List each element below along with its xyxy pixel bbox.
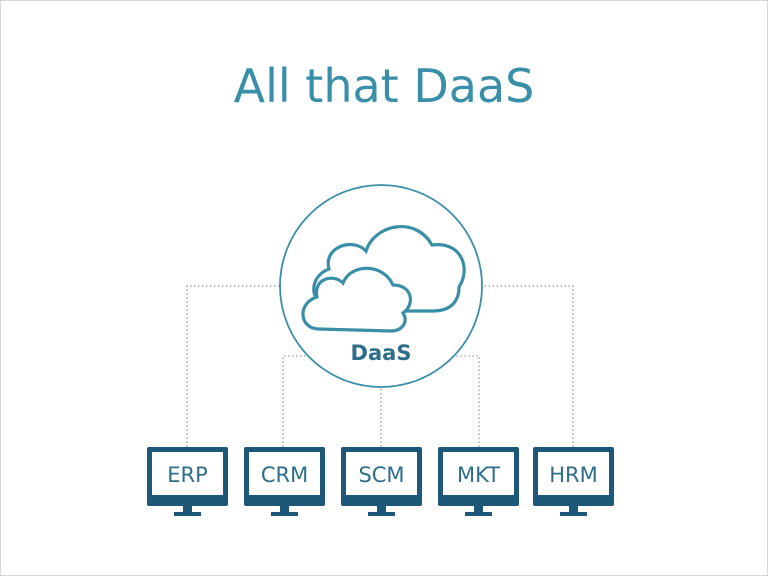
monitor-scm: SCM xyxy=(341,447,422,516)
monitor-erp: ERP xyxy=(147,447,228,516)
monitor-hrm: HRM xyxy=(533,447,614,516)
system-label-scm: SCM xyxy=(358,463,404,487)
connector-hrm xyxy=(471,285,574,447)
cloud-icon xyxy=(301,225,466,333)
monitor-mkt: MKT xyxy=(438,447,519,516)
connector-erp xyxy=(186,285,291,447)
connector-mkt xyxy=(453,355,480,447)
system-label-hrm: HRM xyxy=(549,463,598,487)
connector-crm xyxy=(282,355,311,447)
system-label-crm: CRM xyxy=(261,463,308,487)
system-label-erp: ERP xyxy=(167,463,208,487)
monitor-crm: CRM xyxy=(244,447,325,516)
daas-hub: DaaS xyxy=(279,184,483,388)
hub-label: DaaS xyxy=(351,341,412,365)
cloud-front-icon xyxy=(301,266,412,333)
slide-title: All that DaaS xyxy=(233,59,535,113)
system-label-mkt: MKT xyxy=(457,463,500,487)
